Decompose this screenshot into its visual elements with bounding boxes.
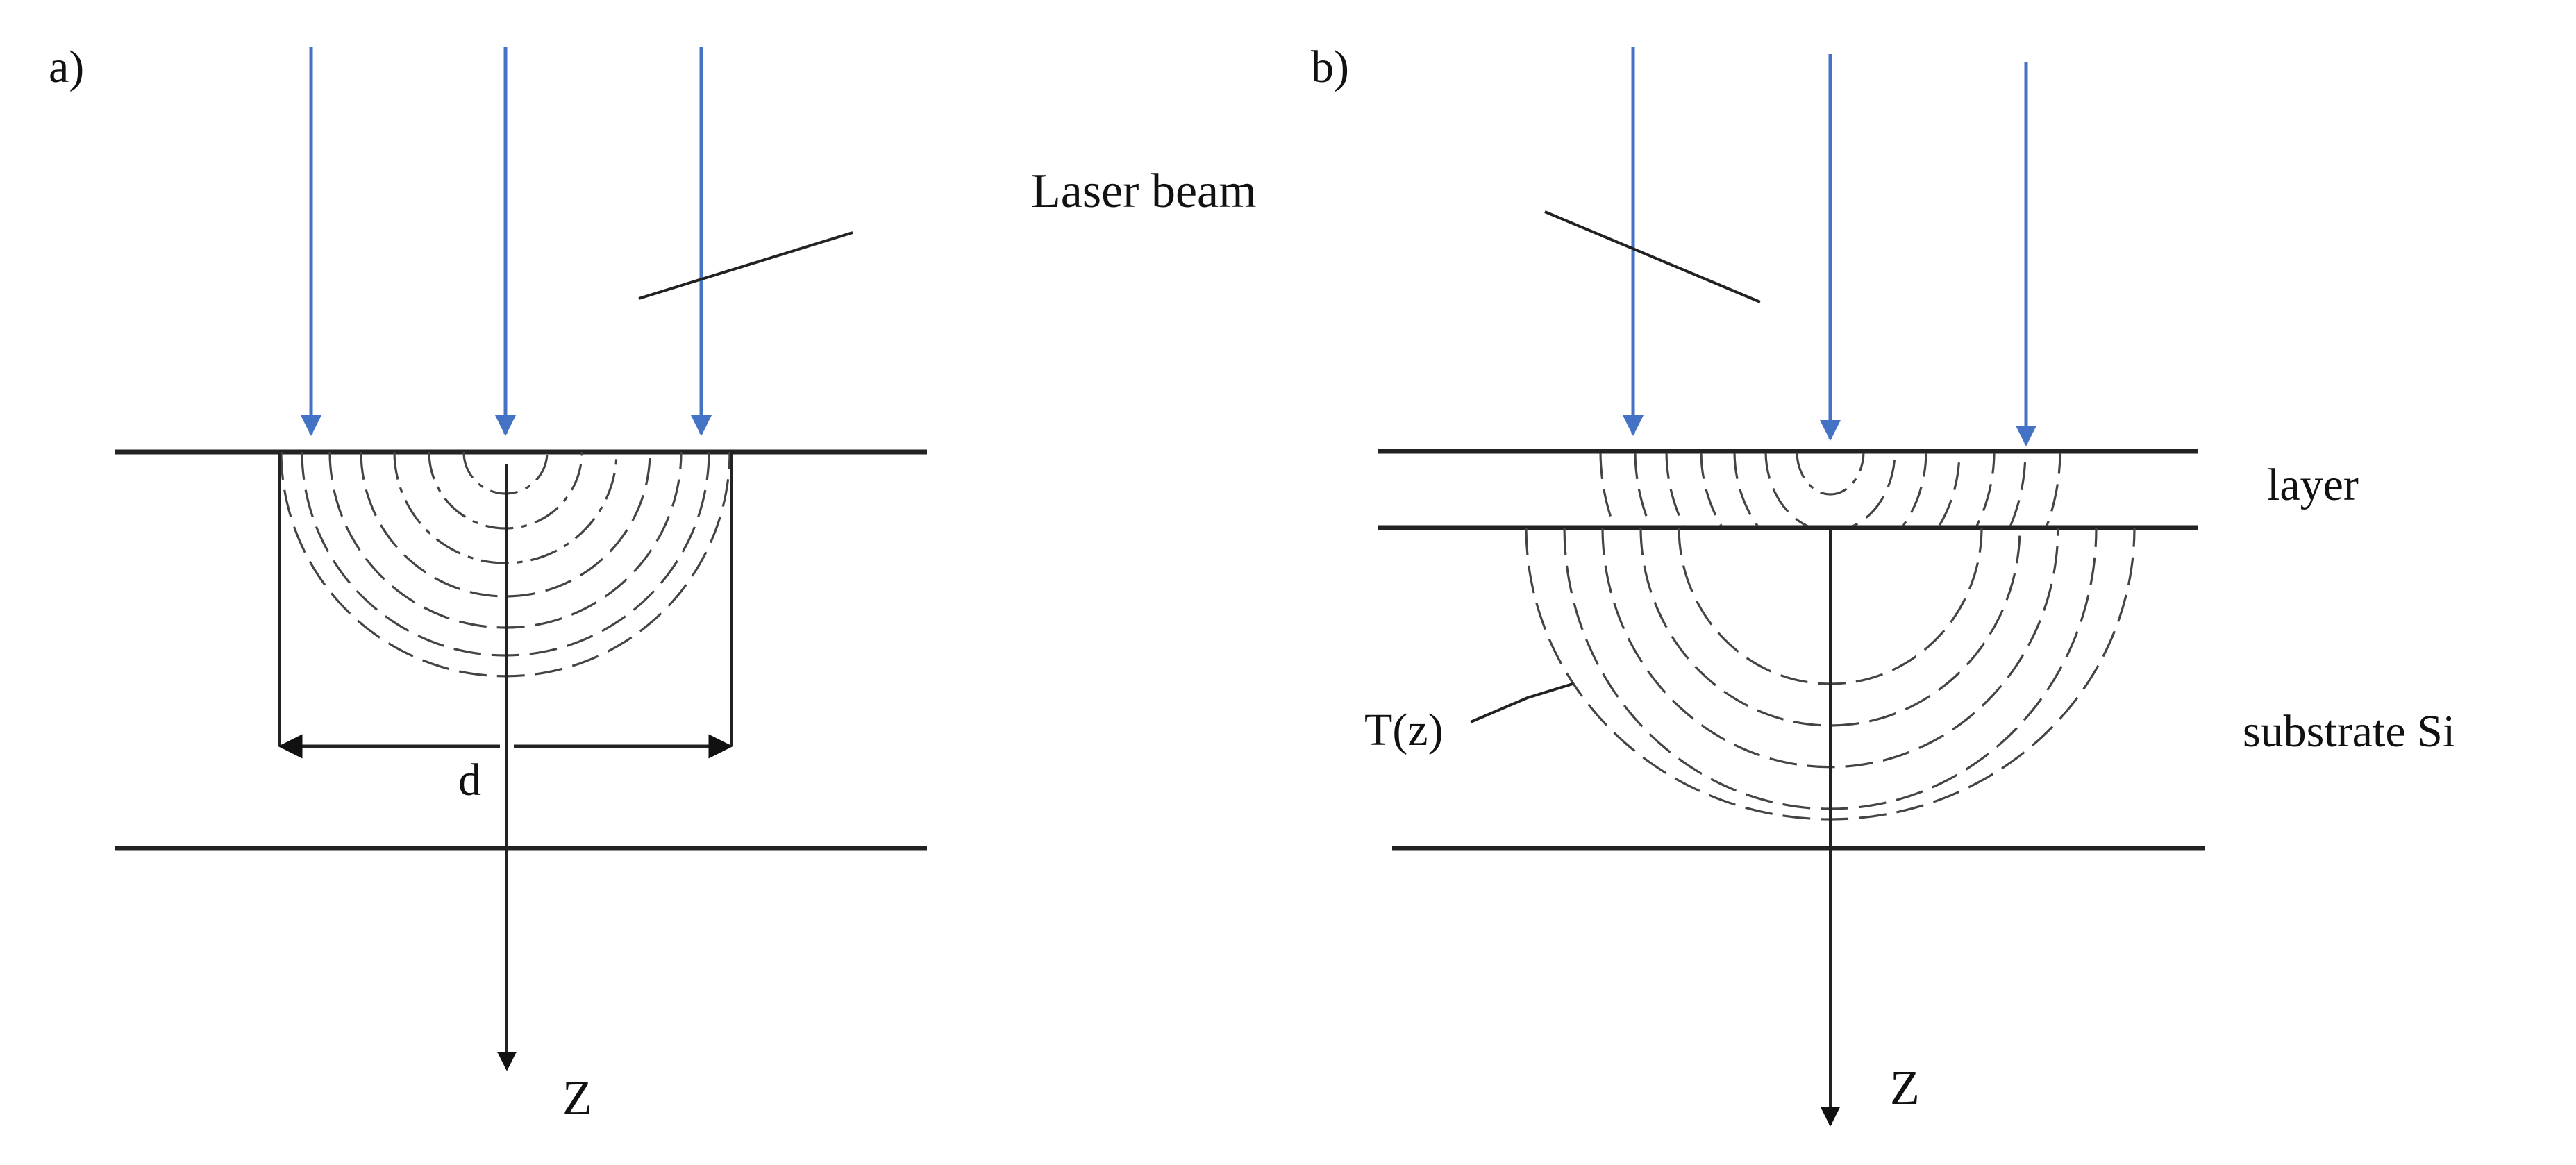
panel-b-laser-beams (1623, 47, 2036, 446)
temperature-leader-line (1470, 682, 1573, 723)
width-d-label: d (458, 755, 481, 805)
layer-contour (1700, 453, 1961, 526)
substrate-contour (1639, 527, 2021, 727)
heat-contour (360, 451, 651, 598)
substrate-label: substrate Si (2243, 706, 2455, 757)
panel-a-label: a) (49, 42, 84, 92)
panel-b-layer-contours (1599, 453, 2061, 526)
laser-beam-leader-line (638, 231, 853, 300)
panel-a-z-label: Z (562, 1072, 592, 1125)
laser-beam-leader-line (1544, 210, 1761, 303)
layer-label: layer (2267, 460, 2359, 510)
layer-contour (1796, 453, 1865, 496)
panel-b: b) (1311, 42, 2455, 1127)
panel-b-z-label: Z (1890, 1062, 1920, 1115)
laser-beam-label: Laser beam (1031, 165, 1257, 218)
layer-contour (1764, 453, 1896, 526)
layer-contour (1733, 453, 1927, 526)
temperature-label: T(z) (1364, 705, 1444, 755)
panel-b-label: b) (1311, 42, 1349, 92)
panel-a: a) Laser beam d Z (49, 42, 1257, 1125)
panel-a-laser-beams (301, 47, 712, 436)
